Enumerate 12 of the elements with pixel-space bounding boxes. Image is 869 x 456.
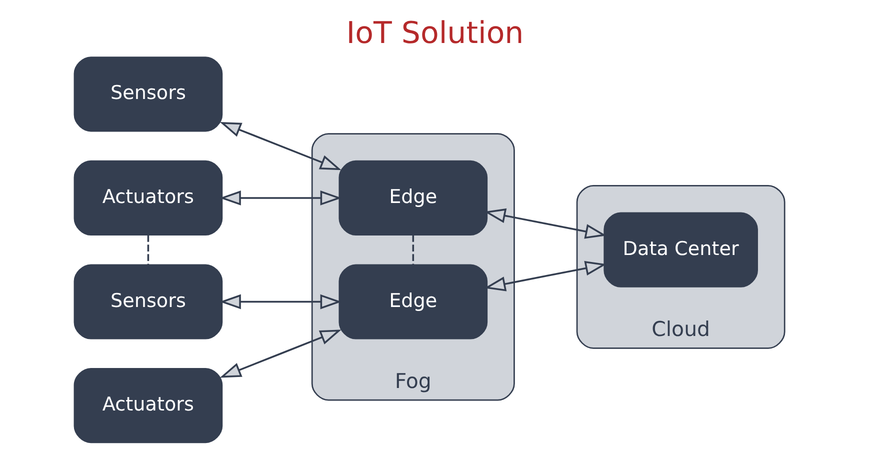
connector (146, 235, 149, 265)
node-box: Sensors (73, 56, 222, 132)
node-box: Actuators (73, 368, 222, 444)
diagram-title: IoT Solution (346, 16, 524, 52)
node-box: Edge (338, 264, 488, 340)
node-box: Data Center (603, 212, 758, 288)
arrow (219, 330, 341, 378)
node-box: Edge (338, 160, 488, 236)
node-box: Sensors (73, 264, 222, 340)
arrow (219, 122, 341, 170)
connector (412, 235, 414, 265)
node-box: Actuators (73, 160, 222, 236)
